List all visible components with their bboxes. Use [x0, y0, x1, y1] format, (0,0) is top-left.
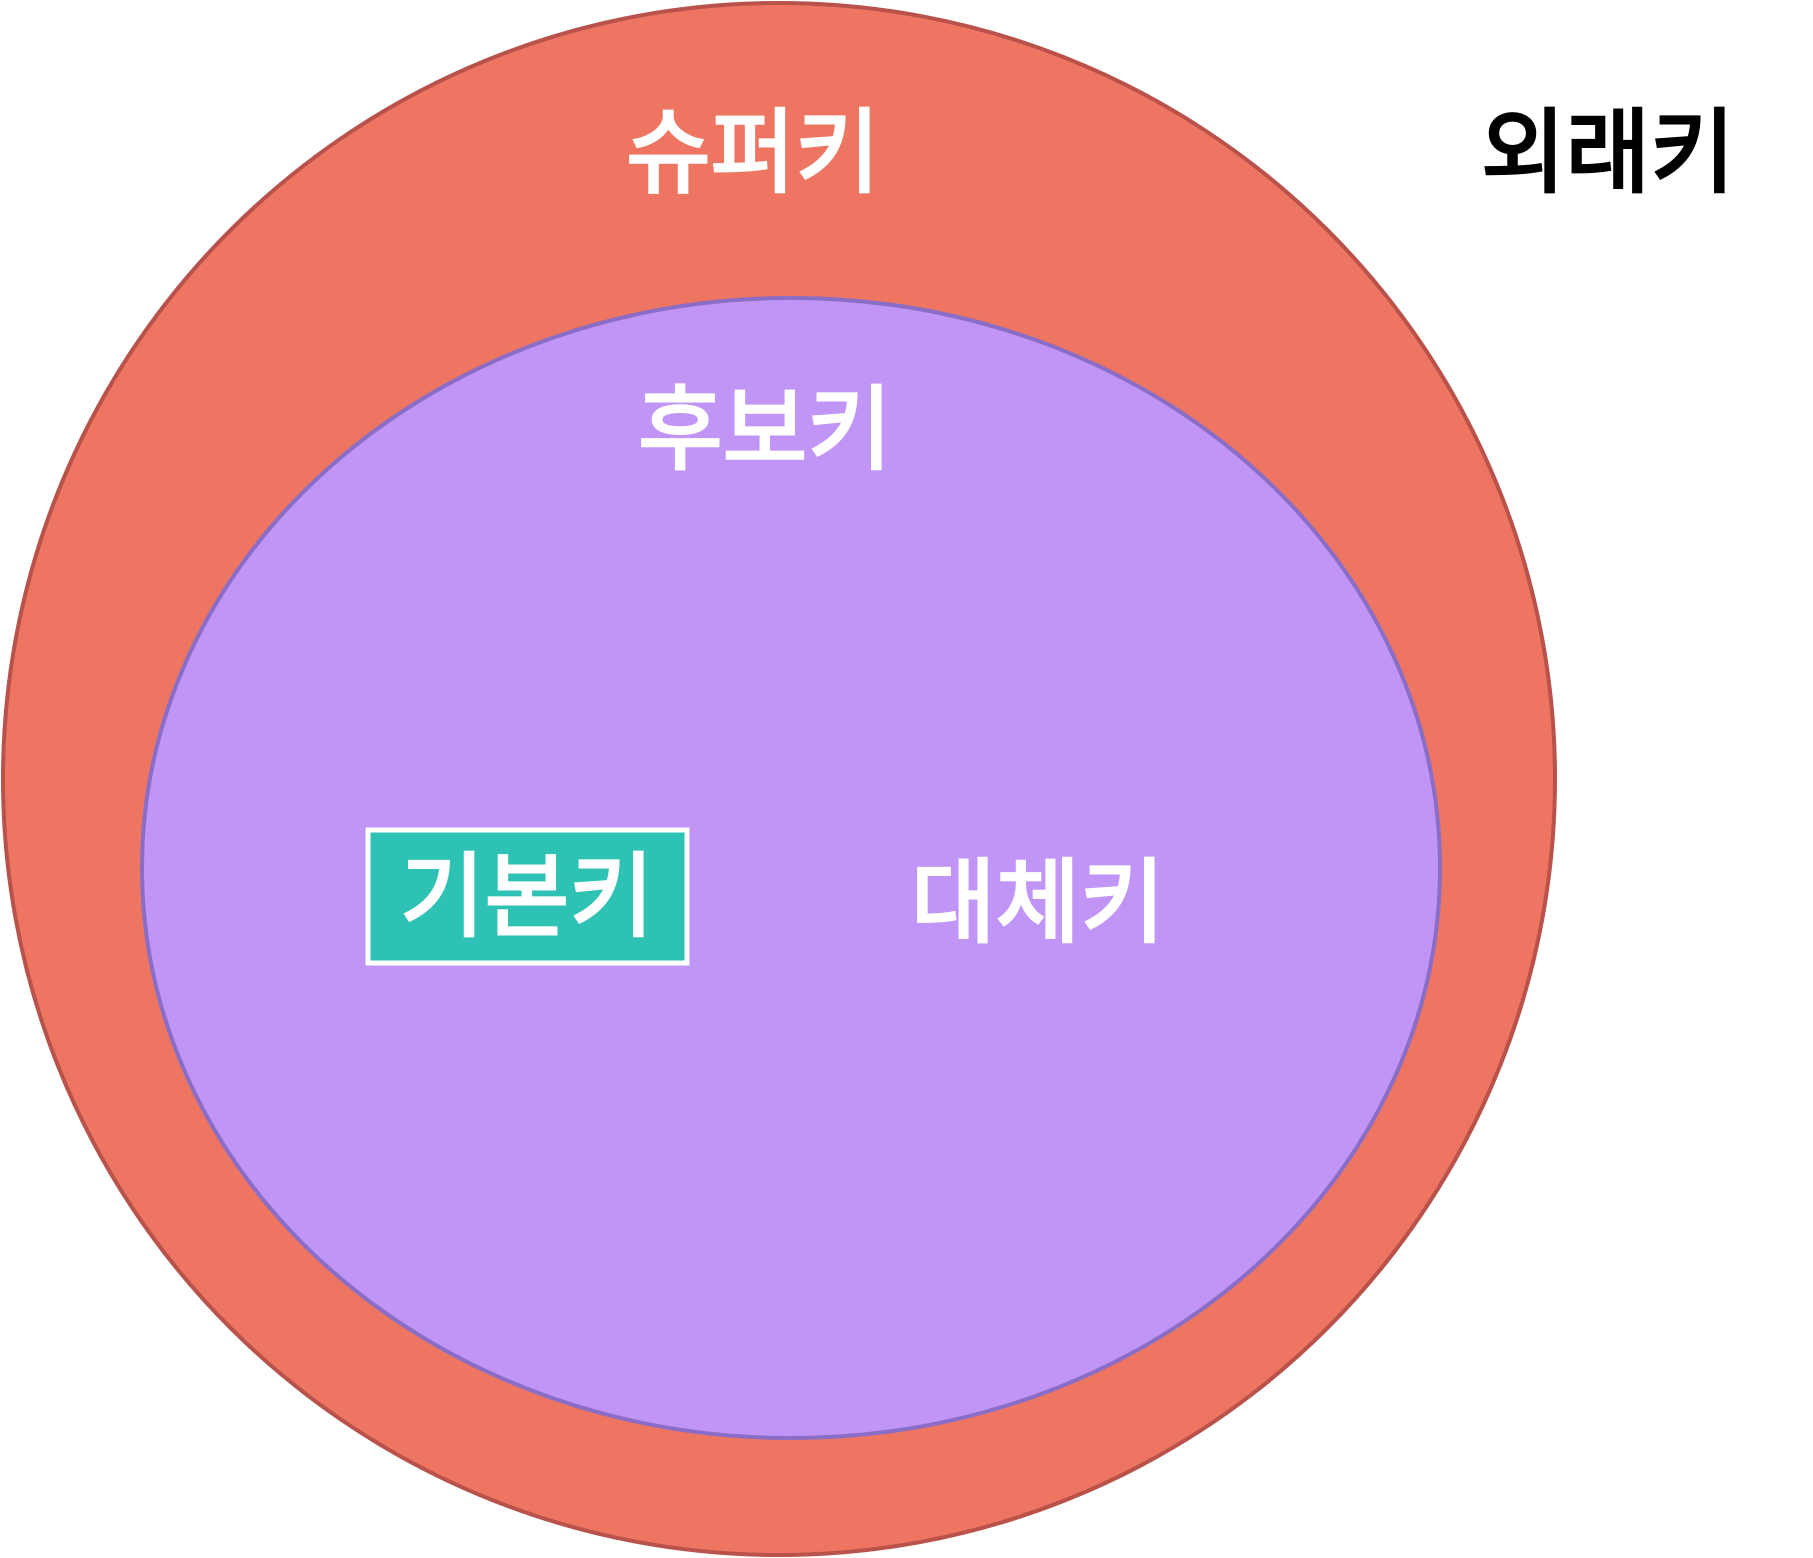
primary-key-label: 기본키 — [400, 844, 654, 951]
super-key-label: 슈퍼키 — [626, 100, 880, 207]
candidate-key-label: 후보키 — [638, 377, 892, 484]
foreign-key-label: 외래키 — [1481, 100, 1735, 207]
candidate-key-ellipse — [140, 296, 1442, 1440]
alternate-key-label: 대체키 — [911, 850, 1165, 957]
primary-key-box — [365, 827, 690, 966]
